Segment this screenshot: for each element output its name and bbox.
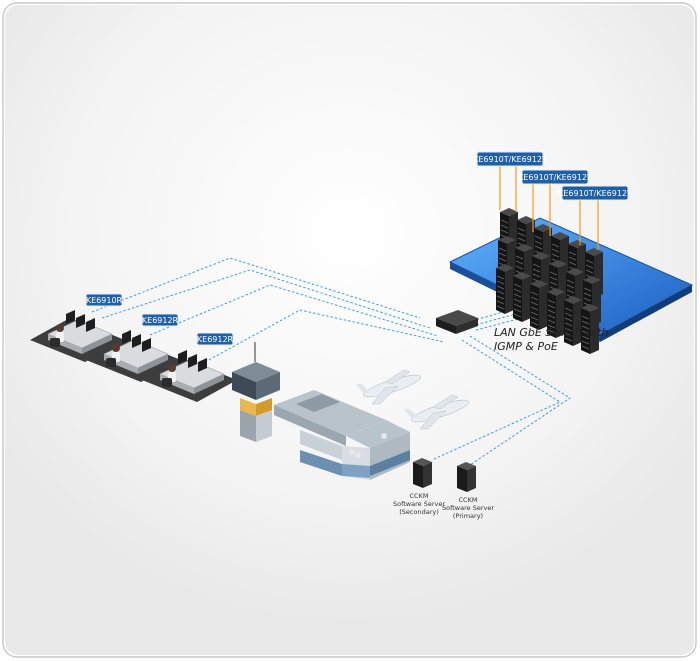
desk-tag-3: KE6912R [196,332,234,346]
desk-tag-2: KE6912R [141,313,179,327]
server-primary-label-3: (Primary) [453,512,483,520]
server-secondary-label-1: CCKM [410,492,429,500]
rack-tag-right-label: KE6910T/KE6912T [558,189,632,198]
server-secondary-icon [413,458,432,488]
rack-tag-right: KE6910T/KE6912T [558,185,632,201]
rack-unit-14 [513,272,531,322]
rack-unit-13 [496,264,514,314]
desk-tag-1: KE6910R [85,293,123,307]
rack-unit-15 [530,280,548,330]
airplane-icon-2 [404,394,469,430]
rack-unit-16 [547,288,565,338]
rack-tag-mid-label: KE6910T/KE6912T [518,173,592,182]
rack-tag-top-label: KE6910T/KE6912T [473,155,547,164]
rack-tag-mid: KE6910T/KE6912T [518,169,592,185]
switch-label-line1: LAN GbE Switch with [494,326,609,339]
airplane-icon-1 [356,369,421,405]
server-primary-label-1: CCKM [459,496,478,504]
tag-leader-lines [499,165,599,250]
operator-workstations [30,310,237,402]
kvm-racks [496,208,603,354]
workstation-1 [30,310,125,362]
server-primary-label-2: Software Server [442,504,494,512]
rack-tag-top: KE6910T/KE6912T [473,151,547,167]
rack-unit-17 [564,296,582,346]
desk-tag-1-label: KE6910R [86,296,123,305]
server-primary-icon [457,462,476,492]
desk-tag-2-label: KE6912R [142,316,179,325]
switch-label-line2: IGMP & PoE [494,340,558,353]
control-tower-icon [232,342,280,442]
background [5,5,694,655]
desk-tag-3-label: KE6912R [197,335,234,344]
workstation-2 [86,330,181,382]
server-secondary-label-2: Software Server [393,500,445,508]
rack-unit-18 [581,304,599,354]
server-secondary-label-3: (Secondary) [399,508,439,516]
terminal-building-icon [274,390,410,480]
workstation-3 [142,350,237,402]
lan-switch-icon [436,310,478,334]
